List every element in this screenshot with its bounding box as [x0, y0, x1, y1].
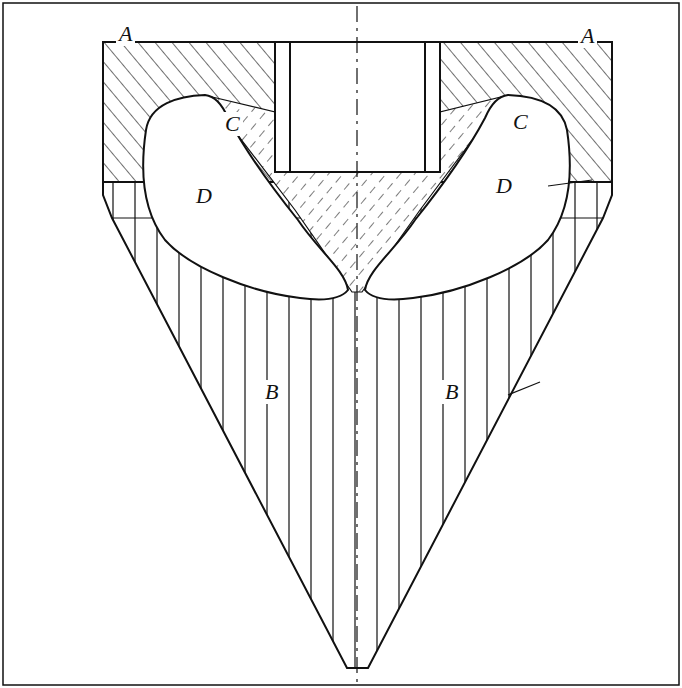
thread-line — [424, 42, 426, 172]
leader-line — [508, 382, 540, 395]
region-label: C — [222, 112, 243, 136]
region-label: A — [578, 24, 597, 48]
leader-line — [548, 180, 592, 186]
center-line — [356, 6, 357, 684]
frame — [3, 3, 679, 685]
region-label: C — [510, 110, 531, 134]
region-label: D — [493, 174, 515, 198]
region-label: B — [262, 380, 281, 404]
region-label: D — [193, 184, 215, 208]
thread-line — [289, 42, 291, 172]
region-label: B — [442, 380, 461, 404]
region-label: A — [116, 22, 135, 46]
